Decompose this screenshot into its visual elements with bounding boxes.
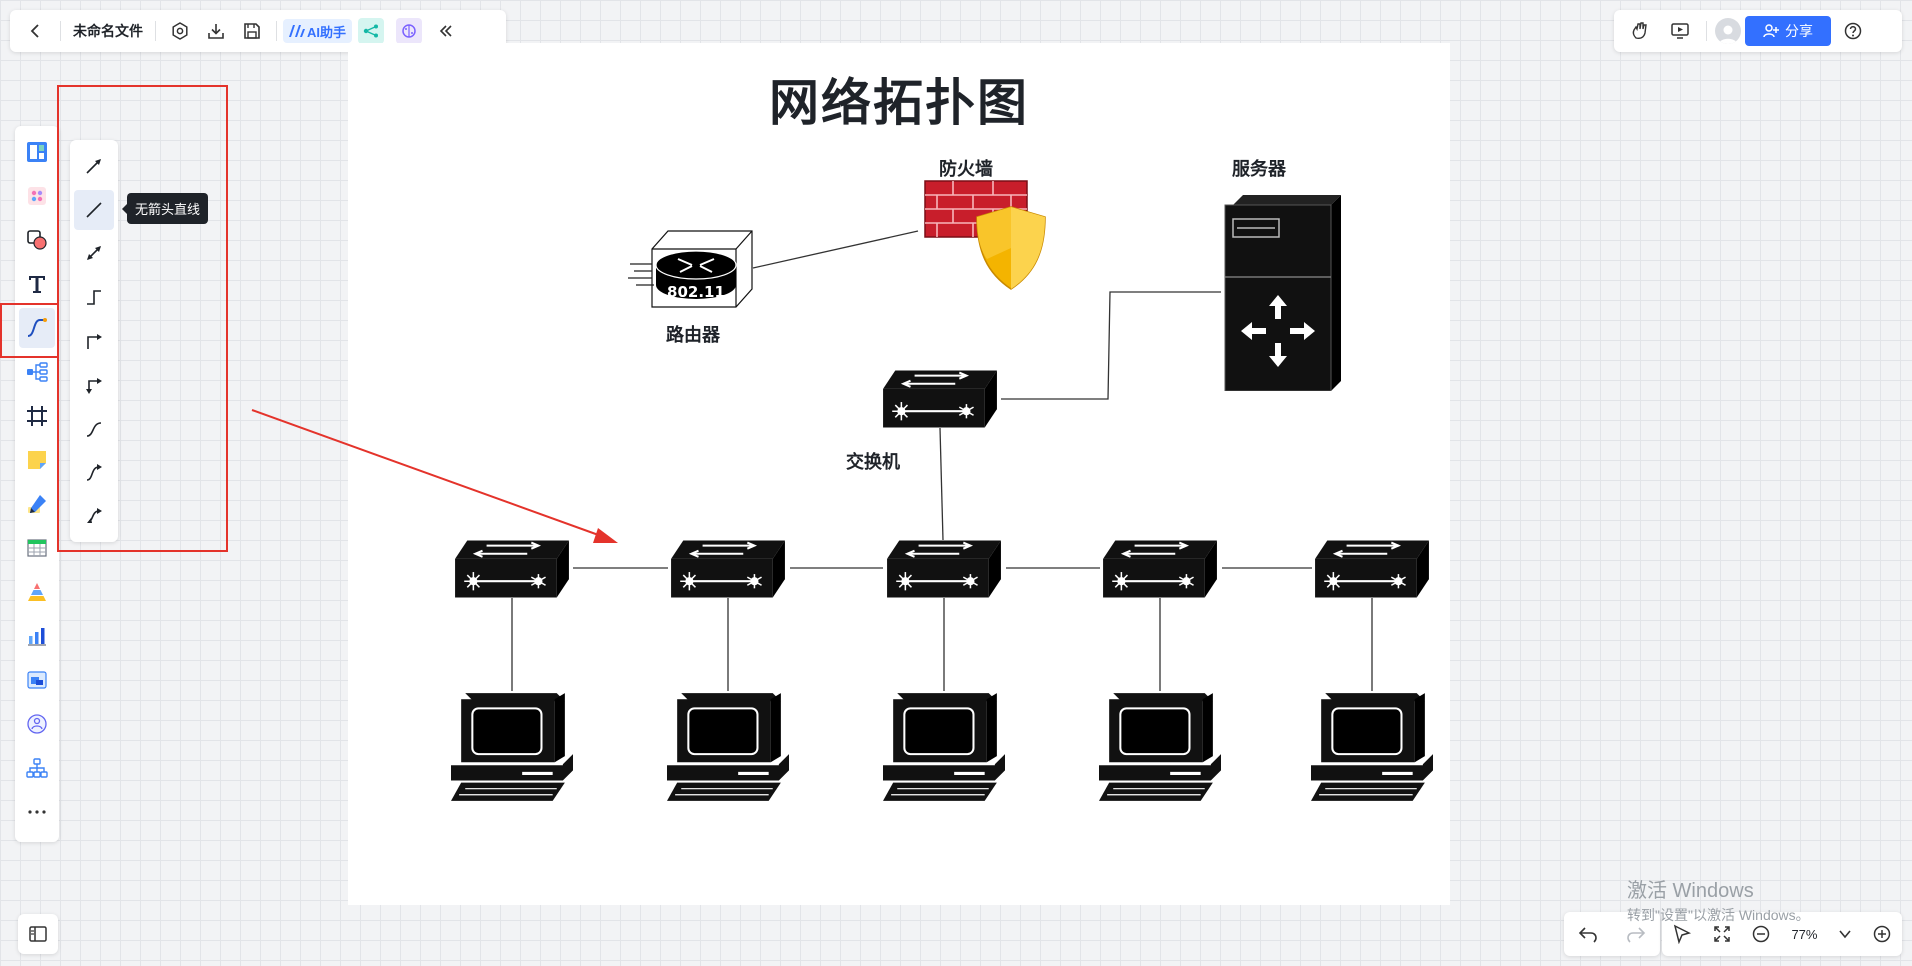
zoom-in-icon[interactable] [1873,925,1891,943]
top-right-toolbar: 分享 [1614,10,1902,52]
connector-line-icon[interactable] [19,308,55,348]
divider [155,21,156,41]
annotation-box-line-menu [57,85,228,552]
shapes-icon[interactable] [19,220,55,260]
line-type-menu [70,140,118,542]
share-label: 分享 [1785,23,1813,39]
plugin-icon[interactable] [19,704,55,744]
mindmap-icon[interactable] [358,18,385,44]
help-icon[interactable] [1835,13,1871,49]
firewall-label[interactable]: 防火墙 [939,159,993,179]
left-tool-palette [15,126,59,842]
access-switch-1[interactable] [451,538,573,600]
computer-5[interactable] [1311,691,1433,803]
sidebar-toggle-icon[interactable] [18,914,58,954]
curve-double-arrow-line-icon[interactable] [74,496,114,536]
server-node[interactable] [1223,195,1343,391]
activation-watermark: 激活 Windows 转到"设置"以激活 Windows。 [1627,874,1810,925]
canvas-sheet: 网络拓扑图 802.11 [348,43,1450,905]
settings-gear-icon[interactable] [162,13,198,49]
back-icon[interactable] [18,13,54,49]
server-label[interactable]: 服务器 [1232,159,1286,179]
divider [60,21,61,41]
collaboration-hand-icon[interactable] [1622,13,1658,49]
access-switch-2[interactable] [667,538,789,600]
file-name[interactable]: 未命名文件 [73,23,143,39]
watermark-title: 激活 Windows [1627,880,1754,902]
zoom-level[interactable]: 77% [1791,926,1818,942]
fit-screen-icon[interactable] [1713,925,1731,943]
curve-arrow-line-icon[interactable] [74,452,114,492]
ai-logo-icon [289,25,305,37]
router-badge: 802.11 [667,283,725,301]
view-controls: 77% [1662,912,1902,956]
tooltip: 无箭头直线 [121,193,209,224]
collapse-toolbar-icon[interactable] [428,13,464,49]
elbow-arrow-line-icon[interactable] [74,321,114,361]
components-icon[interactable] [19,176,55,216]
mindmap-tool-icon[interactable] [19,352,55,392]
diagram-title[interactable]: 网络拓扑图 [769,75,1029,131]
download-icon[interactable] [198,13,234,49]
router-label[interactable]: 路由器 [666,325,720,345]
zoom-dropdown-chevron-icon[interactable] [1838,927,1852,941]
firewall-node[interactable] [923,179,1049,291]
ai-brain-icon[interactable] [396,18,423,44]
access-switch-4[interactable] [1099,538,1221,600]
elbow-line-icon[interactable] [74,277,114,317]
annotation-box-connector-tool [0,303,59,358]
divider [276,21,277,41]
access-switch-5[interactable] [1311,538,1433,600]
presentation-icon[interactable] [1662,13,1698,49]
table-icon[interactable] [19,528,55,568]
undo-icon[interactable] [1578,925,1598,943]
access-switch-3[interactable] [883,538,1005,600]
straight-arrow-line-icon[interactable] [74,146,114,186]
ai-assistant-label: AI助手 [307,24,347,40]
computer-3[interactable] [883,691,1005,803]
user-avatar-icon[interactable] [1715,18,1741,44]
frame-icon[interactable] [19,396,55,436]
chart-icon[interactable] [19,616,55,656]
media-embed-icon[interactable] [19,660,55,700]
divider [1706,21,1707,41]
template-icon[interactable] [19,132,55,172]
straight-line-no-arrow-icon[interactable] [74,189,114,230]
pyramid-icon[interactable] [19,572,55,612]
pen-draw-icon[interactable] [19,484,55,524]
more-tools-icon[interactable] [19,792,55,832]
router-node[interactable]: 802.11 [628,229,756,311]
double-arrow-line-icon[interactable] [74,234,114,274]
computer-4[interactable] [1099,691,1221,803]
top-toolbar: 未命名文件 AI助手 [10,10,506,52]
watermark-subtitle: 转到"设置"以激活 Windows。 [1627,907,1810,923]
select-pointer-icon[interactable] [1672,924,1692,944]
connection-lines [511,230,1373,691]
history-controls [1564,912,1660,956]
org-chart-icon[interactable] [19,748,55,788]
add-user-icon [1763,24,1779,38]
text-icon[interactable] [19,264,55,304]
elbow-double-arrow-line-icon[interactable] [74,365,114,405]
core-switch-node[interactable] [879,368,1001,430]
computer-1[interactable] [451,691,573,803]
curve-line-icon[interactable] [74,409,114,449]
computer-2[interactable] [667,691,789,803]
zoom-out-icon[interactable] [1752,925,1770,943]
redo-icon[interactable] [1626,925,1646,943]
ai-assistant-button[interactable]: AI助手 [283,19,353,43]
save-icon[interactable] [234,13,270,49]
sticky-note-icon[interactable] [19,440,55,480]
share-button[interactable]: 分享 [1745,16,1831,46]
switch-label[interactable]: 交换机 [846,452,900,472]
